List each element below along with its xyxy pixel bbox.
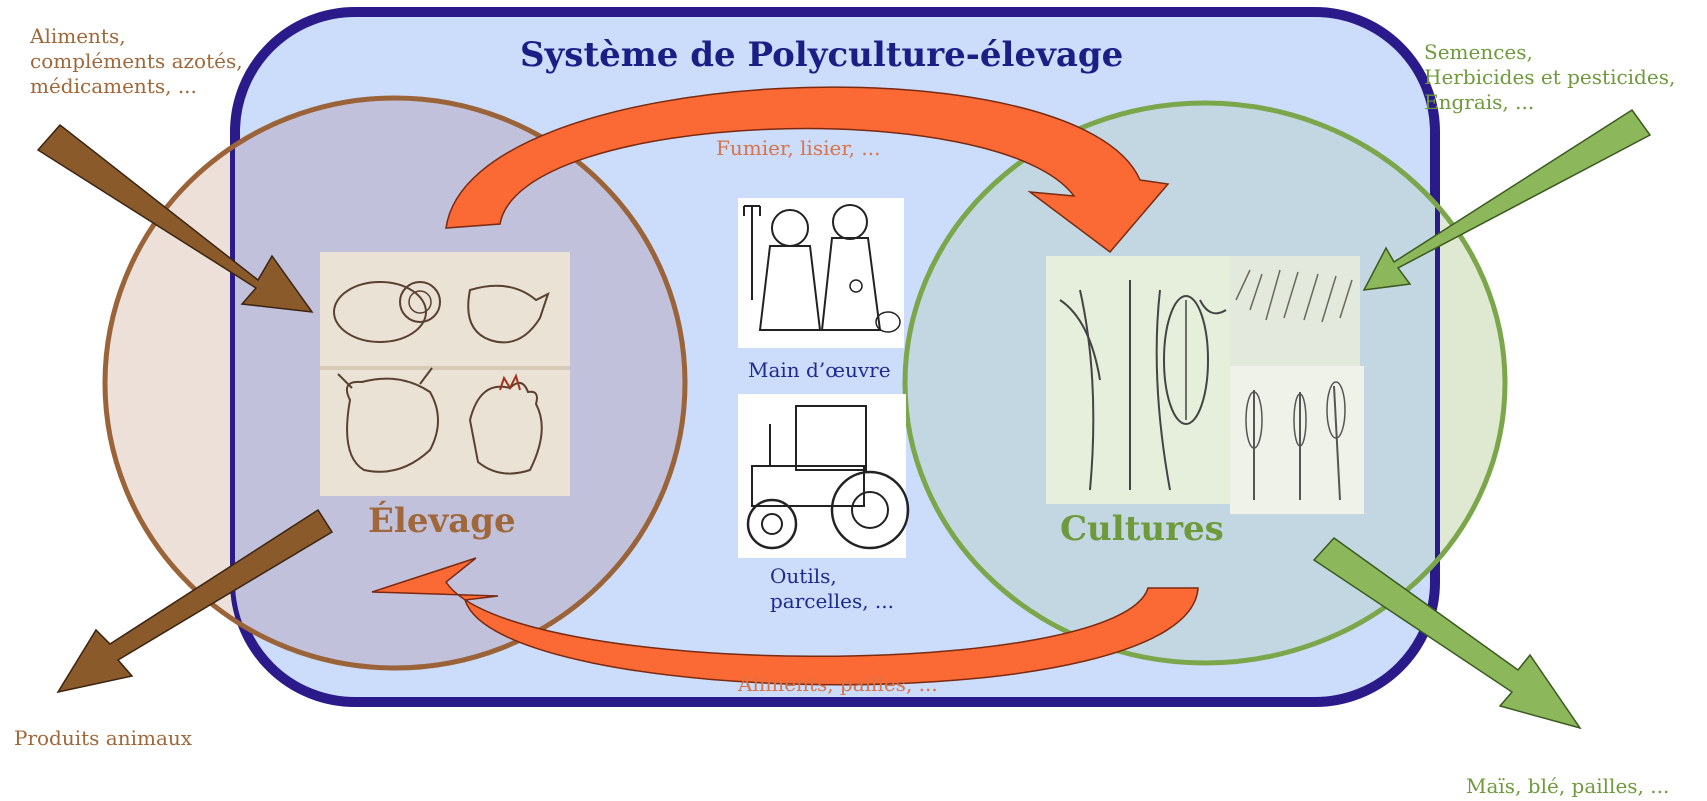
flow-arrow-top <box>445 86 1170 254</box>
cultures-input-line: Semences, <box>1424 40 1533 64</box>
flow-top-label: Fumier, lisier, ... <box>716 136 881 160</box>
tractor-illustration <box>738 394 910 558</box>
elevage-output-label: Produits animaux <box>14 726 193 750</box>
elevage-input-line: médicaments, ... <box>30 74 197 98</box>
elevage-output-arrow <box>56 508 334 694</box>
flow-bottom-label: Aliments, pailles, ... <box>738 672 938 696</box>
cultures-inputs-text: Semences, Herbicides et pesticides, Engr… <box>1424 40 1675 115</box>
cultures-output-label: Maïs, blé, pailles, ... <box>1466 774 1670 798</box>
cultures-input-arrow <box>1362 108 1652 291</box>
elevage-input-arrow <box>36 123 314 313</box>
cultures-input-line: Engrais, ... <box>1424 90 1535 114</box>
tools-label-line: Outils, <box>770 564 837 588</box>
livestock-illustration <box>320 252 570 496</box>
elevage-label: Élevage <box>368 501 516 541</box>
crops-illustration <box>1046 256 1364 514</box>
elevage-input-line: compléments azotés, <box>30 49 243 73</box>
labor-label: Main d’œuvre <box>748 358 891 382</box>
elevage-circle <box>102 95 688 671</box>
tools-label-line: parcelles, ... <box>770 589 895 613</box>
cultures-label: Cultures <box>1060 509 1224 549</box>
diagram-title: Système de Polyculture-élevage <box>520 35 1124 75</box>
elevage-input-line: Aliments, <box>30 24 126 48</box>
cultures-input-line: Herbicides et pesticides, <box>1424 65 1676 89</box>
flow-arrow-bottom <box>371 557 1199 686</box>
elevage-inputs-text: Aliments, compléments azotés, médicament… <box>30 24 243 99</box>
farmer-couple-illustration <box>738 198 904 348</box>
cultures-output-arrow <box>1312 537 1582 730</box>
tools-label: Outils, parcelles, ... <box>770 564 894 614</box>
cultures-circle <box>902 100 1508 666</box>
